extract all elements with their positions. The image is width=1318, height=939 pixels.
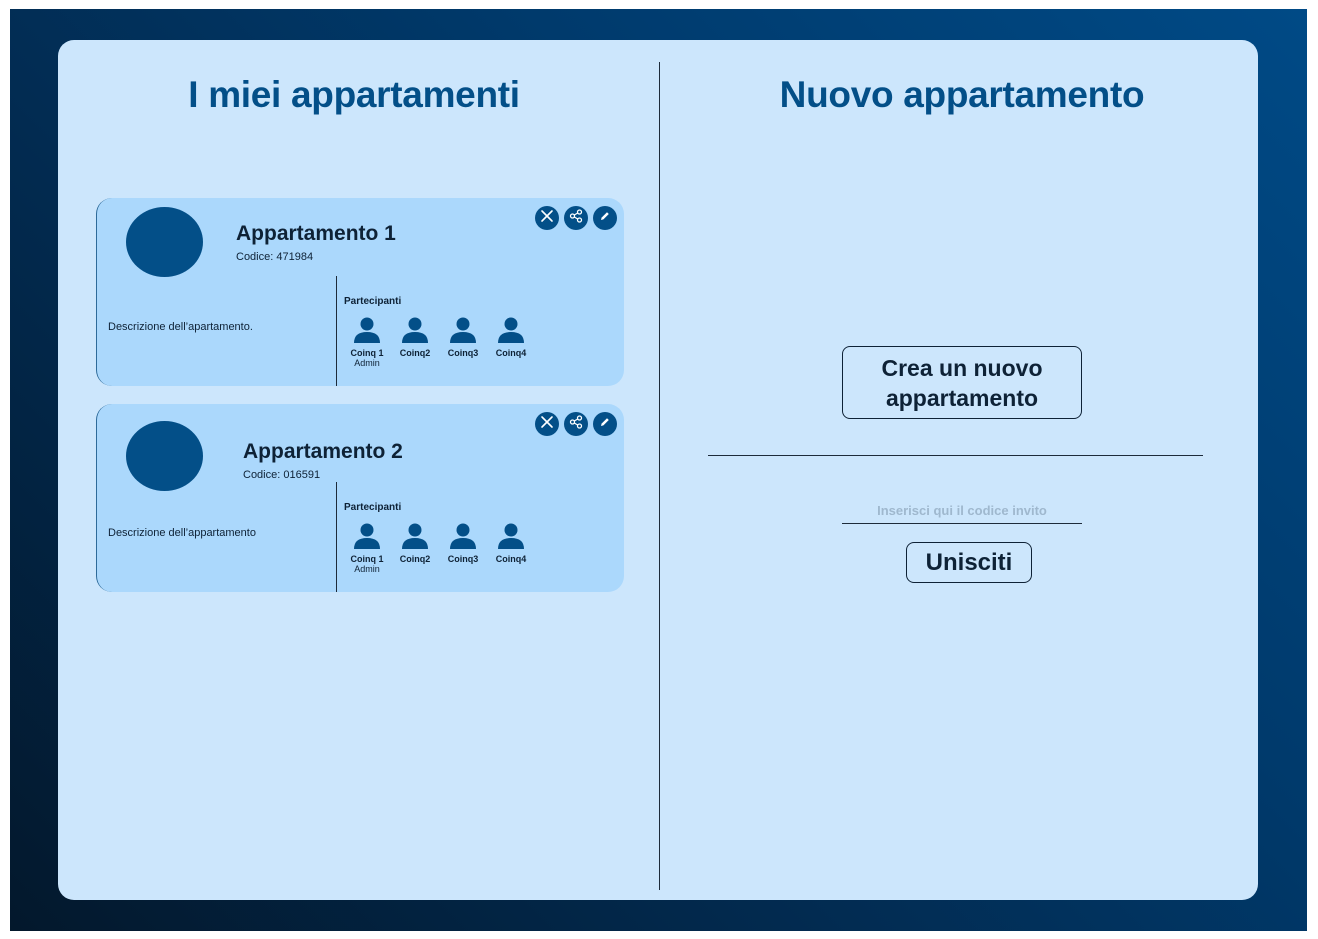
apartment-name: Appartamento 2 [243, 440, 403, 463]
card-separator [336, 482, 337, 592]
participants-list: Coinq 1 Admin Coinq2 Coinq3 Coinq4 [343, 317, 535, 369]
user-icon [401, 317, 429, 344]
invite-code-input[interactable] [842, 498, 1082, 524]
pencil-icon [599, 209, 611, 227]
join-button[interactable]: Unisciti [906, 542, 1032, 583]
participant-name: Coinq4 [495, 348, 527, 358]
participant-name: Coinq4 [495, 554, 527, 564]
delete-button[interactable] [535, 412, 559, 436]
close-icon [540, 415, 554, 434]
column-divider [659, 62, 660, 890]
participant[interactable]: Coinq3 [439, 317, 487, 369]
user-icon [353, 317, 381, 344]
card-separator [336, 276, 337, 386]
user-icon [449, 317, 477, 344]
participant[interactable]: Coinq3 [439, 523, 487, 575]
apartment-avatar [126, 421, 203, 491]
card-actions [535, 206, 617, 230]
share-icon [569, 414, 583, 434]
apartment-code: Codice: 016591 [243, 469, 321, 481]
participant-name: Coinq3 [447, 554, 479, 564]
edit-button[interactable] [593, 206, 617, 230]
participant[interactable]: Coinq2 [391, 523, 439, 575]
my-apartments-title: I miei appartamenti [188, 74, 520, 115]
user-icon [401, 523, 429, 550]
apartment-description: Descrizione dell’appartamento [108, 527, 256, 539]
apartment-avatar [126, 207, 203, 277]
participant[interactable]: Coinq2 [391, 317, 439, 369]
delete-button[interactable] [535, 206, 559, 230]
participant[interactable]: Coinq 1 Admin [343, 523, 391, 575]
share-icon [569, 208, 583, 228]
user-icon [497, 317, 525, 344]
participant[interactable]: Coinq4 [487, 317, 535, 369]
share-button[interactable] [564, 206, 588, 230]
close-icon [540, 209, 554, 228]
participants-label: Partecipanti [344, 296, 402, 307]
participants-list: Coinq 1 Admin Coinq2 Coinq3 Coinq4 [343, 523, 535, 575]
apartment-card: Appartamento 2 Codice: 016591 Descrizion… [96, 404, 624, 592]
card-actions [535, 412, 617, 436]
participant-name: Coinq2 [399, 554, 431, 564]
apartment-card: Appartamento 1 Codice: 471984 Descrizion… [96, 198, 624, 386]
participant-name: Coinq 1 [350, 554, 384, 564]
user-icon [353, 523, 381, 550]
user-icon [497, 523, 525, 550]
participant-name: Coinq3 [447, 348, 479, 358]
participants-label: Partecipanti [344, 502, 402, 513]
pencil-icon [599, 415, 611, 433]
apartment-name: Appartamento 1 [236, 222, 396, 245]
apartment-code: Codice: 471984 [236, 251, 314, 263]
section-divider [708, 455, 1203, 456]
edit-button[interactable] [593, 412, 617, 436]
create-apartment-button[interactable]: Crea un nuovo appartamento [842, 346, 1082, 419]
participant[interactable]: Coinq4 [487, 523, 535, 575]
participant-name: Coinq 1 [350, 348, 384, 358]
participant[interactable]: Coinq 1 Admin [343, 317, 391, 369]
user-icon [449, 523, 477, 550]
participant-name: Coinq2 [399, 348, 431, 358]
participant-role: Admin [354, 358, 380, 368]
share-button[interactable] [564, 412, 588, 436]
new-apartment-title: Nuovo appartamento [779, 74, 1145, 115]
participant-role: Admin [354, 564, 380, 574]
apartment-description: Descrizione dell’apartamento. [108, 321, 253, 333]
